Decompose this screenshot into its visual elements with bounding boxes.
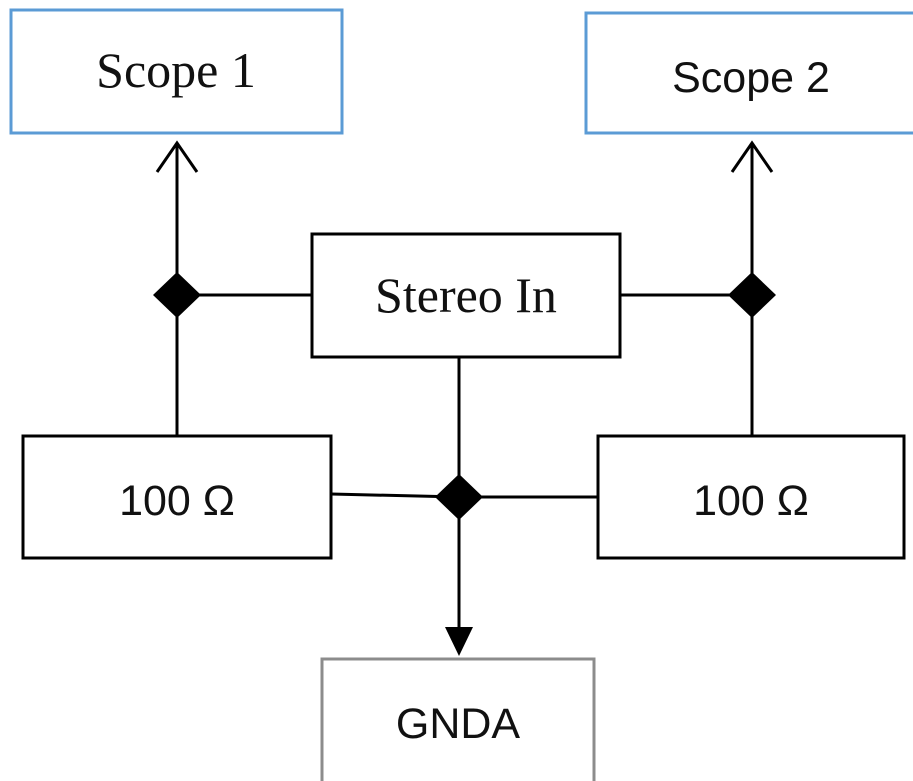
gnda-node: GNDA xyxy=(320,657,596,781)
junction-left xyxy=(153,272,201,318)
gnda-label: GNDA xyxy=(396,700,521,748)
scope1-label: Scope 1 xyxy=(96,42,256,98)
stereo-in-box xyxy=(310,232,622,359)
resistor-right-label: 100 Ω xyxy=(693,477,809,525)
gnda-box xyxy=(320,657,596,781)
scope1-box xyxy=(9,8,344,135)
stereo-in-node: Stereo In xyxy=(310,232,622,359)
resistor-right-box xyxy=(596,434,906,560)
resistor-left-node: 100 Ω xyxy=(21,434,333,560)
scope1-node: Scope 1 xyxy=(9,8,344,135)
scope2-label: Scope 2 xyxy=(672,54,830,102)
resistor-left-box xyxy=(21,434,333,560)
scope2-node: Scope 2 xyxy=(584,11,913,135)
resistor-left-label: 100 Ω xyxy=(119,477,235,525)
wires xyxy=(155,140,774,656)
junctions xyxy=(153,272,776,520)
arrow-to-scope1 xyxy=(155,140,199,173)
arrow-to-gnda xyxy=(445,627,473,656)
stereo-in-label: Stereo In xyxy=(375,267,557,323)
junction-ground xyxy=(435,474,483,520)
resistor-right-node: 100 Ω xyxy=(596,434,906,560)
scope2-box xyxy=(584,11,913,135)
arrow-to-scope2 xyxy=(730,140,774,173)
junction-right xyxy=(728,272,776,318)
